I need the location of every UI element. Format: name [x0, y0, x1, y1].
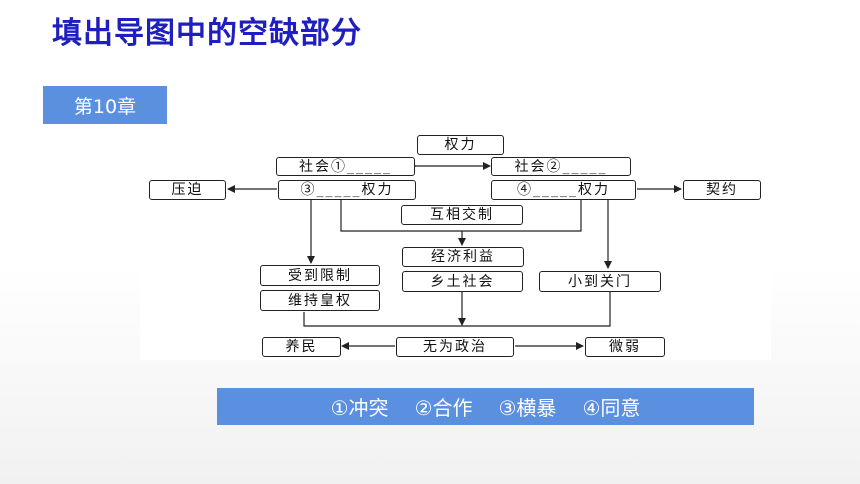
answer-3: ③横暴 — [498, 396, 557, 420]
answer-1: ①冲突 — [330, 396, 389, 420]
link-bottom-bracket — [303, 289, 611, 327]
concept-map: 权力 社会①_____ 社会②_____ 压迫 ③_____权力 ④_____权… — [140, 134, 771, 360]
node-weak: 微弱 — [585, 337, 665, 357]
node-restricted: 受到限制 — [260, 265, 380, 286]
node-rural-society: 乡土社会 — [402, 271, 523, 292]
page-title: 填出导图中的空缺部分 — [52, 16, 362, 51]
answer-bar: ①冲突 ②合作 ③横暴 ④同意 — [217, 388, 754, 425]
node-maintain-imperial: 维持皇权 — [260, 290, 380, 311]
answer-2: ②合作 — [414, 396, 473, 420]
node-power3: ③_____权力 — [278, 180, 416, 200]
node-power: 权力 — [417, 135, 504, 155]
link-mutual-bracket — [340, 199, 582, 232]
node-mutual-check: 互相交制 — [401, 205, 523, 225]
node-contract: 契约 — [683, 180, 761, 200]
node-nurture-people: 养民 — [262, 337, 341, 357]
node-small-closed: 小到关门 — [539, 271, 661, 292]
node-power4: ④_____权力 — [491, 180, 636, 200]
node-society2: 社会②_____ — [491, 157, 631, 176]
node-inaction-politics: 无为政治 — [396, 337, 514, 357]
connector-lines — [227, 162, 682, 350]
chapter-tag: 第10章 — [43, 86, 167, 124]
node-economic-interest: 经济利益 — [402, 247, 524, 267]
answer-4: ④同意 — [582, 396, 641, 420]
node-society1: 社会①_____ — [276, 157, 415, 176]
node-oppression: 压迫 — [149, 180, 226, 200]
